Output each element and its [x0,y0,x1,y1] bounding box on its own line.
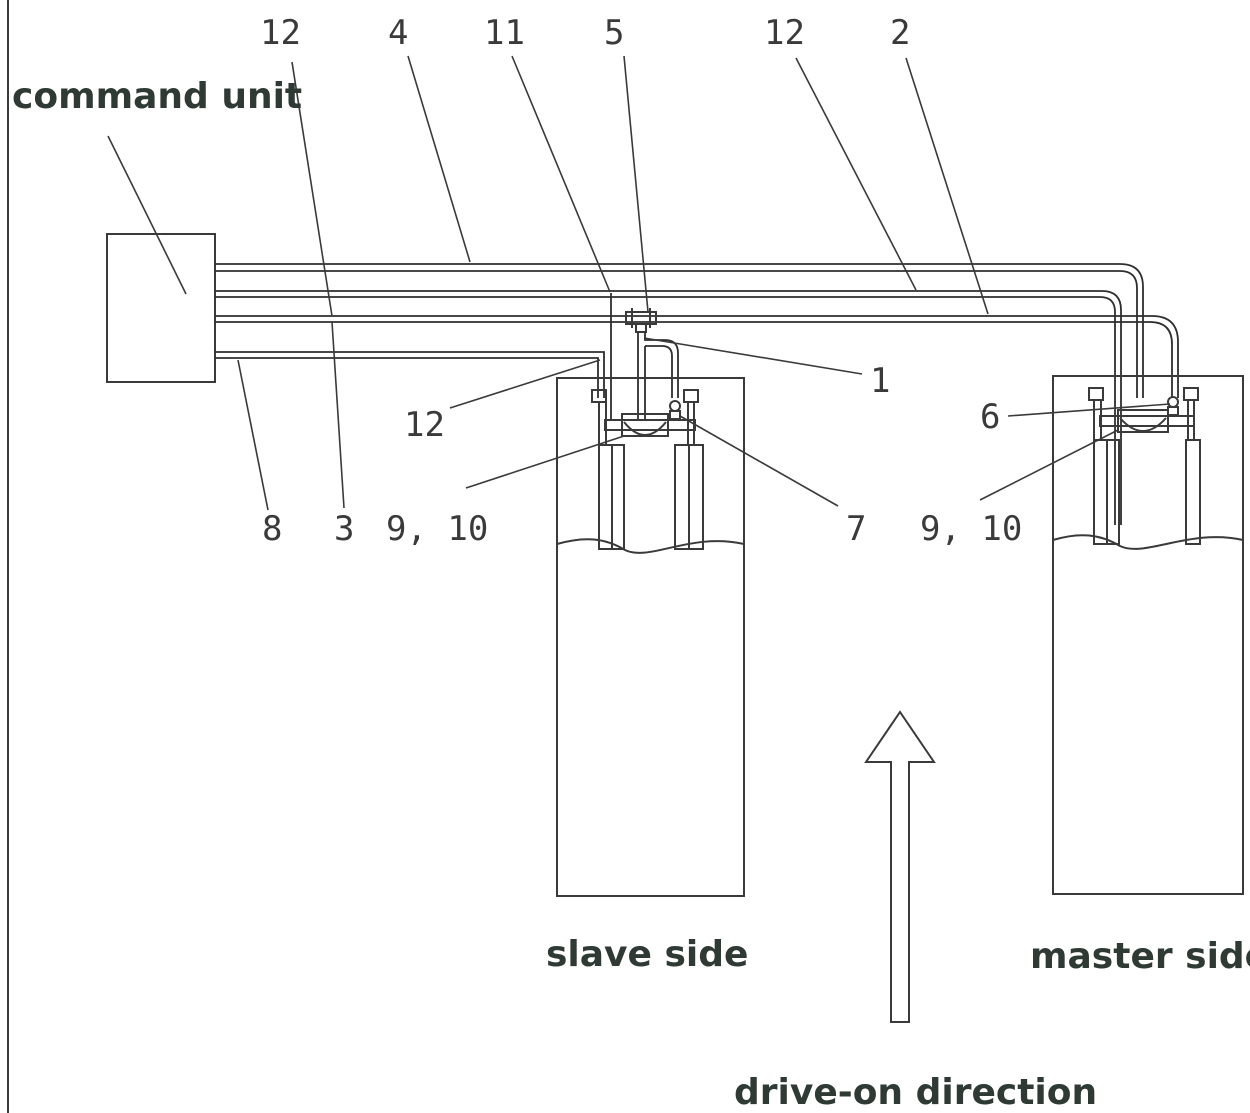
slave-runway [556,377,745,897]
pipe-4 [215,263,1144,398]
ref-6: 6 [980,397,1000,437]
pipe-3 [215,315,1179,398]
drive-on-direction-label: drive-on direction [734,1072,1097,1113]
ref-12-middle: 12 [404,405,445,445]
pipe-1 [637,332,679,420]
ref-2: 2 [890,13,910,53]
leader-lines [107,55,1171,511]
ref-7: 7 [846,509,866,549]
ref-12-top-right: 12 [764,13,805,53]
slave-side-label: slave side [546,934,748,975]
ref-5: 5 [604,13,624,53]
ref-8: 8 [262,509,282,549]
ref-9-10-slave: 9, 10 [386,509,488,549]
master-runway [1052,375,1244,895]
pipe-2 [215,290,1122,525]
ref-3: 3 [334,509,354,549]
drive-on-arrow [864,710,936,1023]
master-side-label: master side [1030,936,1250,977]
ref-1: 1 [870,361,890,401]
t-piece-5 [625,308,657,333]
ref-9-10-master: 9, 10 [920,509,1022,549]
ref-11: 11 [484,13,525,53]
pipe-8 [215,351,605,398]
ref-4: 4 [388,13,408,53]
command-unit-label: command unit [12,76,302,117]
command-unit-box [106,233,216,383]
ref-12-top-left: 12 [260,13,301,53]
